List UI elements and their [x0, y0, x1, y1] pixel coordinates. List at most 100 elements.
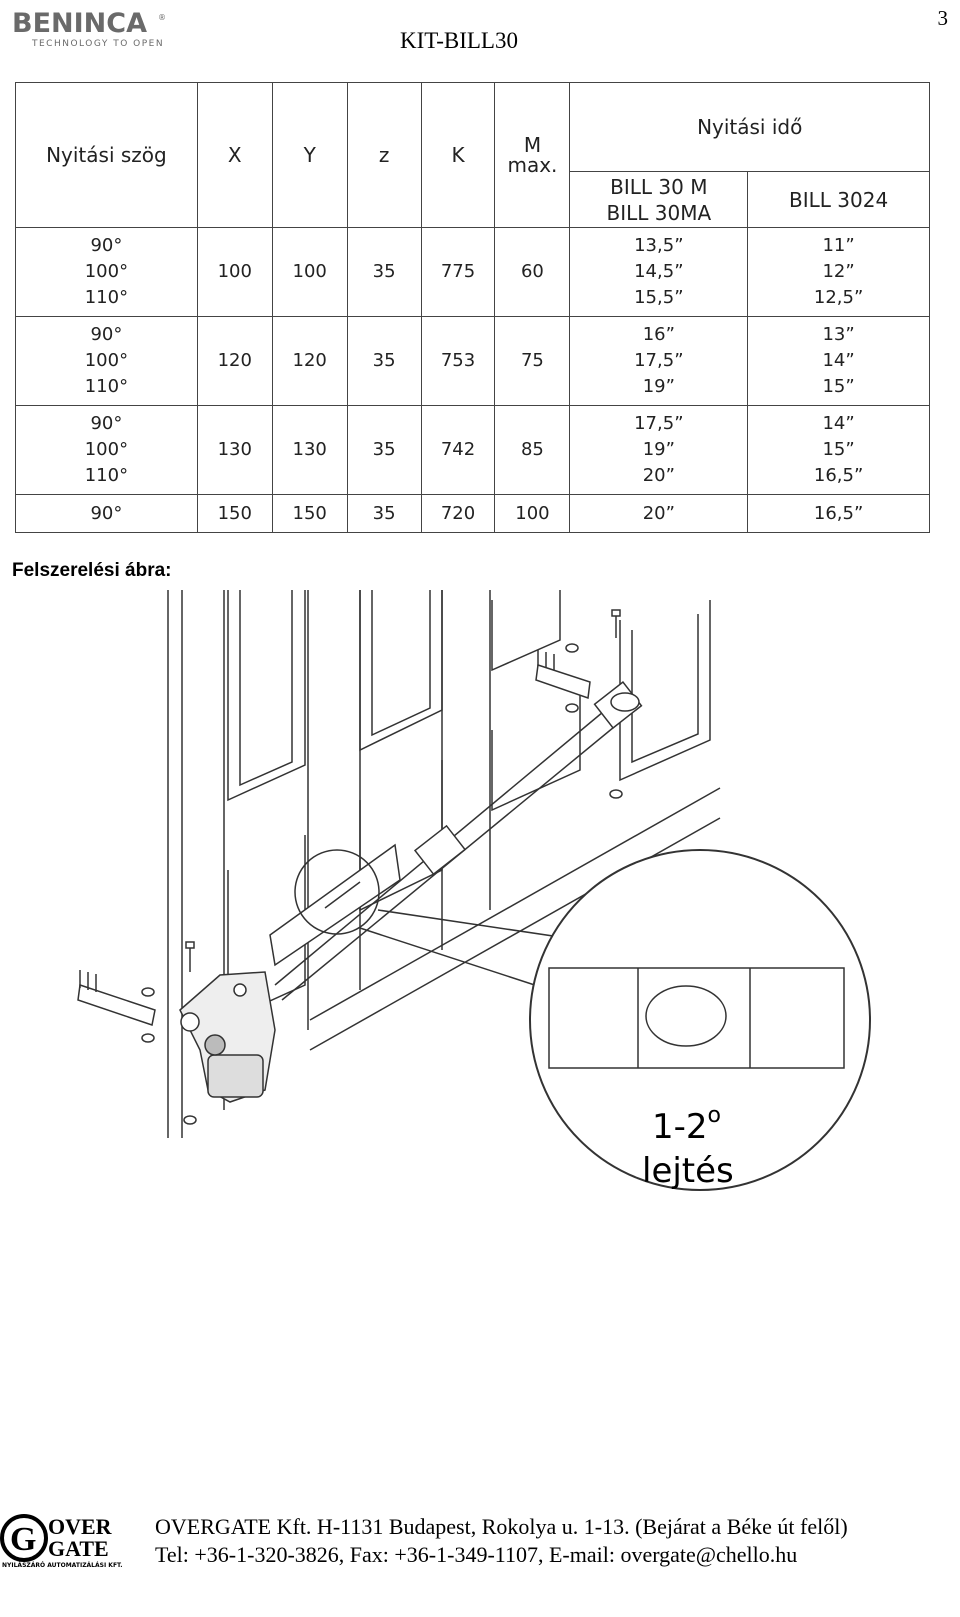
z-cell: 35 — [346, 227, 422, 317]
rear-bracket — [77, 941, 197, 1125]
time-value: 17,5” — [634, 350, 684, 371]
table-row: 90° 150 150 35 720 100 20” 16,5” — [15, 494, 930, 533]
angle-cell: 90° 100° 110° — [15, 316, 198, 406]
angle-value: 110° — [84, 465, 129, 486]
k-cell: 720 — [420, 494, 496, 533]
time-value: 15” — [822, 439, 855, 460]
z-cell: 35 — [346, 405, 422, 495]
detail-callout — [294, 849, 871, 1191]
actuator-arm — [274, 681, 643, 1001]
header-y: Y — [271, 82, 348, 228]
table-row: 90° 100° 110° 130 130 35 742 85 17,5” 19” 20… — [15, 405, 930, 495]
k-cell: 753 — [420, 316, 496, 406]
time-value: 14” — [822, 350, 855, 371]
header-x: X — [196, 82, 273, 228]
time-a-cell: 17,5” 19” 20” — [569, 405, 749, 495]
time-value: 13” — [822, 324, 855, 345]
logo-bottom: GATE — [48, 1536, 109, 1561]
k-cell: 742 — [420, 405, 496, 495]
slope-label-line1: 1-2o — [652, 1103, 721, 1147]
time-value: 19” — [642, 376, 675, 397]
angle-value: 90° — [90, 413, 123, 434]
y-cell: 130 — [271, 405, 348, 495]
slope-label-line2: lejtés — [642, 1151, 734, 1191]
x-cell: 130 — [196, 405, 273, 495]
page-number: 3 — [937, 6, 949, 30]
brand-name: BENINCA — [12, 8, 147, 39]
time-value: 15,5” — [634, 287, 684, 308]
time-value: 11” — [822, 235, 855, 256]
y-cell: 150 — [271, 494, 348, 533]
angle-value: 100° — [84, 261, 129, 282]
z-cell: 35 — [346, 316, 422, 406]
time-value: 14” — [822, 413, 855, 434]
section-label: Felszerelési ábra: — [12, 560, 172, 581]
angle-value: 90° — [90, 324, 123, 345]
header-m-label: M — [523, 133, 542, 157]
registered-mark: ® — [158, 13, 166, 22]
m-cell: 85 — [494, 405, 571, 495]
x-cell: 100 — [196, 227, 273, 317]
x-cell: 120 — [196, 316, 273, 406]
table-row: 90° 100° 110° 100 100 35 775 60 13,5” 14,5”… — [15, 227, 930, 317]
z-cell: 35 — [346, 494, 422, 533]
header-model-a-line1: BILL 30 M — [610, 174, 708, 199]
header-k: K — [420, 82, 496, 228]
angle-cell: 90° — [15, 494, 198, 533]
header-m-sub: max. — [507, 153, 558, 177]
time-value: 12” — [822, 261, 855, 282]
angle-cell: 90° 100° 110° — [15, 405, 198, 495]
installation-drawing: 1-2o lejtés — [60, 590, 890, 1200]
logo-sub: NYILÁSZÁRÓ AUTOMATIZÁLÁSI KFT. — [2, 1562, 123, 1569]
header-model-a-line2: BILL 30MA — [606, 200, 712, 225]
time-a-cell: 16” 17,5” 19” — [569, 316, 749, 406]
time-b-cell: 13” 14” 15” — [747, 316, 930, 406]
header-time: Nyitási idő — [569, 82, 930, 172]
y-cell: 120 — [271, 316, 348, 406]
time-value: 12,5” — [813, 287, 864, 308]
m-cell: 100 — [494, 494, 571, 533]
header-m: M max. — [494, 82, 571, 228]
k-cell: 775 — [420, 227, 496, 317]
front-bracket — [535, 609, 623, 799]
m-cell: 75 — [494, 316, 571, 406]
time-value: 13,5” — [634, 235, 684, 256]
time-value: 17,5” — [634, 413, 684, 434]
x-cell: 150 — [196, 494, 273, 533]
time-b-cell: 11” 12” 12,5” — [747, 227, 930, 317]
angle-value: 100° — [84, 439, 129, 460]
time-a-cell: 20” — [569, 494, 749, 533]
time-value: 16,5” — [813, 465, 864, 486]
time-b-cell: 14” 15” 16,5” — [747, 405, 930, 495]
header-z: z — [346, 82, 422, 228]
time-value: 15” — [822, 376, 855, 397]
header-model-a: BILL 30 M BILL 30MA — [569, 171, 749, 228]
overgate-logo: G OVER GATE NYILÁSZÁRÓ AUTOMATIZÁLÁSI KF… — [0, 1512, 140, 1572]
header-angle: Nyitási szög — [15, 82, 198, 228]
gate-panel — [167, 590, 721, 1138]
svg-text:G: G — [10, 1521, 36, 1558]
page-title: KIT-BILL30 — [400, 28, 518, 53]
angle-cell: 90° 100° 110° — [15, 227, 198, 317]
logo-top: OVER — [48, 1514, 113, 1539]
spirit-level — [269, 843, 401, 967]
time-value: 16” — [642, 324, 675, 345]
time-b-cell: 16,5” — [747, 494, 930, 533]
spec-table: Nyitási szög X Y z K M max. Nyitási idő … — [15, 82, 930, 533]
footer-address: OVERGATE Kft. H-1131 Budapest, Rokolya u… — [155, 1514, 848, 1539]
angle-value: 90° — [90, 235, 123, 256]
angle-value: 100° — [84, 350, 129, 371]
time-value: 14,5” — [634, 261, 684, 282]
time-value: 20” — [642, 465, 675, 486]
time-value: 19” — [642, 439, 675, 460]
angle-value: 110° — [84, 287, 129, 308]
footer-contact: Tel: +36-1-320-3826, Fax: +36-1-349-1107… — [155, 1542, 798, 1567]
angle-value: 110° — [84, 376, 129, 397]
brand-tagline: TECHNOLOGY TO OPEN — [31, 39, 164, 49]
time-a-cell: 13,5” 14,5” 15,5” — [569, 227, 749, 317]
m-cell: 60 — [494, 227, 571, 317]
y-cell: 100 — [271, 227, 348, 317]
motor-unit — [179, 971, 276, 1103]
beninca-logo: BENINCA ® TECHNOLOGY TO OPEN — [10, 6, 170, 50]
table-row: 90° 100° 110° 120 120 35 753 75 16” 17,5” 19… — [15, 316, 930, 406]
